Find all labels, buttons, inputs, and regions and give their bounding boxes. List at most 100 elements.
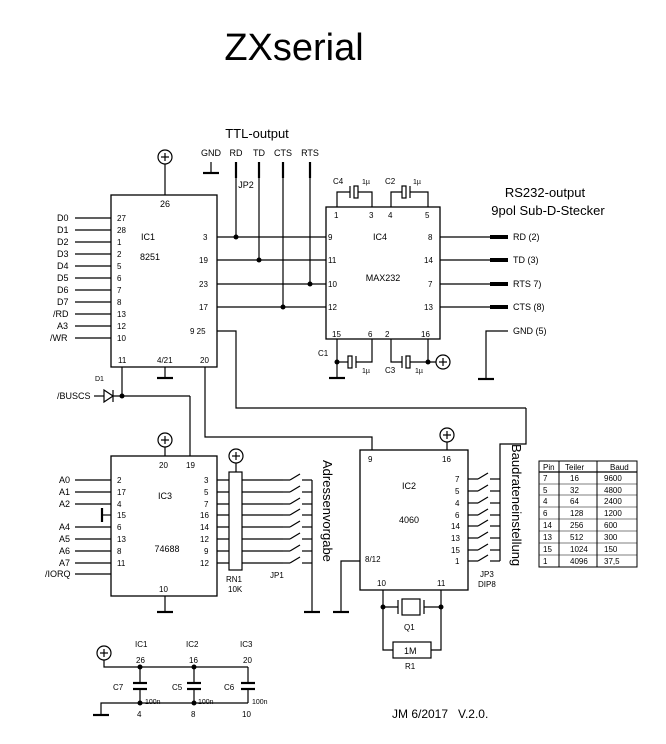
svg-text:A6: A6: [59, 546, 70, 556]
ic1-pin-9-25: 9 25: [190, 327, 206, 336]
svg-text:A2: A2: [59, 499, 70, 509]
svg-text:12: 12: [200, 559, 209, 568]
footer-version: JM 6/2017 V.2.0.: [392, 707, 488, 721]
svg-text:IC1: IC1: [135, 640, 148, 649]
ic2-pin-labels: 9 16 8/12 10 11 7 5 4 6 14 13 15 1: [365, 455, 460, 588]
svg-text:C5: C5: [172, 683, 183, 692]
svg-text:7: 7: [543, 474, 548, 483]
svg-text:16: 16: [189, 656, 198, 665]
ttl-pin-rd: RD: [230, 148, 243, 158]
svg-text:A5: A5: [59, 534, 70, 544]
ttl-output-label: TTL-output: [225, 126, 289, 141]
svg-text:1µ: 1µ: [362, 179, 370, 186]
svg-text:Teiler: Teiler: [565, 463, 584, 472]
svg-text:14: 14: [424, 256, 433, 265]
svg-text:JP3: JP3: [480, 570, 494, 579]
ic1-signal-wr: /WR: [50, 333, 68, 343]
svg-text:R1: R1: [405, 662, 416, 671]
rs232-label: RS232-output: [505, 185, 586, 200]
svg-text:5: 5: [543, 486, 548, 495]
ic1-signal-d7: D7: [57, 297, 69, 307]
svg-text:6: 6: [543, 509, 548, 518]
svg-text:A7: A7: [59, 558, 70, 568]
ic2-body: [359, 449, 469, 591]
ic3-right-pins: 3 5 7 16 14 12 9 12: [200, 476, 283, 568]
svg-text:5: 5: [204, 488, 209, 497]
ic1-pin-6: 6: [117, 274, 122, 283]
svg-text:1024: 1024: [570, 545, 588, 554]
svg-text:8: 8: [117, 547, 122, 556]
ic1-pin-2: 2: [117, 250, 122, 259]
svg-text:Baud: Baud: [610, 463, 629, 472]
ic1-left-pins: D0 D1 D2 D3 D4 D5 D6 D7 /RD A3 /WR 27 28…: [50, 213, 126, 343]
ttl-pin-td: TD: [253, 148, 265, 158]
svg-text:C3: C3: [385, 366, 396, 375]
ic1-signal-d2: D2: [57, 237, 69, 247]
ic4-pin-labels: 1 3 4 5 9 11 10 12 8 14 7 13 15 6 2 16: [328, 211, 433, 339]
svg-text:16: 16: [442, 455, 451, 464]
svg-text:/IORQ: /IORQ: [45, 569, 71, 579]
ic3-name: IC3: [158, 491, 172, 501]
ic1-vcc-pin: 26: [160, 199, 170, 209]
ic1-pin-8: 8: [117, 298, 122, 307]
svg-text:IC2: IC2: [186, 640, 199, 649]
crystal-q1: Q1: [380, 590, 444, 632]
rs232-gnd: GND (5): [513, 326, 547, 336]
svg-text:15: 15: [117, 511, 126, 520]
svg-text:8/12: 8/12: [365, 555, 381, 564]
svg-text:C7: C7: [113, 683, 124, 692]
svg-text:5: 5: [455, 487, 460, 496]
ic4-name: IC4: [373, 232, 387, 242]
resistor-r1: 1M R1: [382, 607, 442, 671]
svg-text:7: 7: [455, 475, 460, 484]
svg-text:4096: 4096: [570, 557, 588, 566]
svg-text:12: 12: [328, 303, 337, 312]
svg-text:9600: 9600: [604, 474, 622, 483]
ic3-left-pins: A0 A1 A2 A4 A5 A6 A7 /IORQ 2 17 4 15 6 1…: [45, 475, 126, 579]
rs232-cts: CTS (8): [513, 302, 545, 312]
svg-text:9: 9: [368, 455, 373, 464]
svg-text:17: 17: [117, 488, 126, 497]
ic1-part: 8251: [140, 252, 160, 262]
busy-diode: /BUSCS D1: [57, 376, 191, 456]
svg-text:3: 3: [204, 476, 209, 485]
vcc-symbol-ic1: [157, 149, 173, 195]
svg-text:5: 5: [425, 211, 430, 220]
subd-label: 9pol Sub-D-Stecker: [491, 203, 605, 218]
ic1-signal-d6: D6: [57, 285, 69, 295]
svg-text:128: 128: [570, 509, 584, 518]
svg-text:DIP8: DIP8: [478, 580, 496, 589]
ic1-pin-5: 5: [117, 262, 122, 271]
svg-text:7: 7: [204, 500, 209, 509]
ic1-pin-10: 10: [117, 334, 126, 343]
ic1-pin-13: 13: [117, 310, 126, 319]
svg-text:13: 13: [451, 534, 460, 543]
svg-text:Pin: Pin: [543, 463, 555, 472]
ic3-pin-10: 10: [159, 585, 168, 594]
ic1-signal-d3: D3: [57, 249, 69, 259]
svg-text:11: 11: [437, 579, 446, 588]
svg-text:Q1: Q1: [404, 623, 415, 632]
svg-text:C1: C1: [318, 349, 329, 358]
ic3-part: 74688: [154, 544, 179, 554]
svg-text:300: 300: [604, 533, 618, 542]
svg-text:15: 15: [332, 330, 341, 339]
svg-text:2400: 2400: [604, 497, 622, 506]
svg-text:11: 11: [328, 256, 337, 265]
adressenvorgabe-label: Adressenvorgabe: [320, 460, 335, 562]
ic1-pin-28: 28: [117, 226, 126, 235]
svg-text:4: 4: [455, 499, 460, 508]
decoupling-section: IC1 26 C7 100n 4 IC2 16 C5 100n 8 IC3 20…: [93, 640, 268, 719]
svg-text:4: 4: [117, 500, 122, 509]
svg-text:100n: 100n: [252, 699, 268, 706]
svg-text:20: 20: [243, 656, 252, 665]
ic1-pin-1: 1: [117, 238, 122, 247]
ic4-part: MAX232: [366, 273, 401, 283]
svg-text:1M: 1M: [404, 646, 417, 656]
ic1-pin-20: 20: [200, 356, 209, 365]
svg-text:7: 7: [428, 280, 433, 289]
svg-text:10: 10: [328, 280, 337, 289]
svg-text:12: 12: [200, 535, 209, 544]
svg-text:16: 16: [421, 330, 430, 339]
svg-text:6: 6: [368, 330, 373, 339]
